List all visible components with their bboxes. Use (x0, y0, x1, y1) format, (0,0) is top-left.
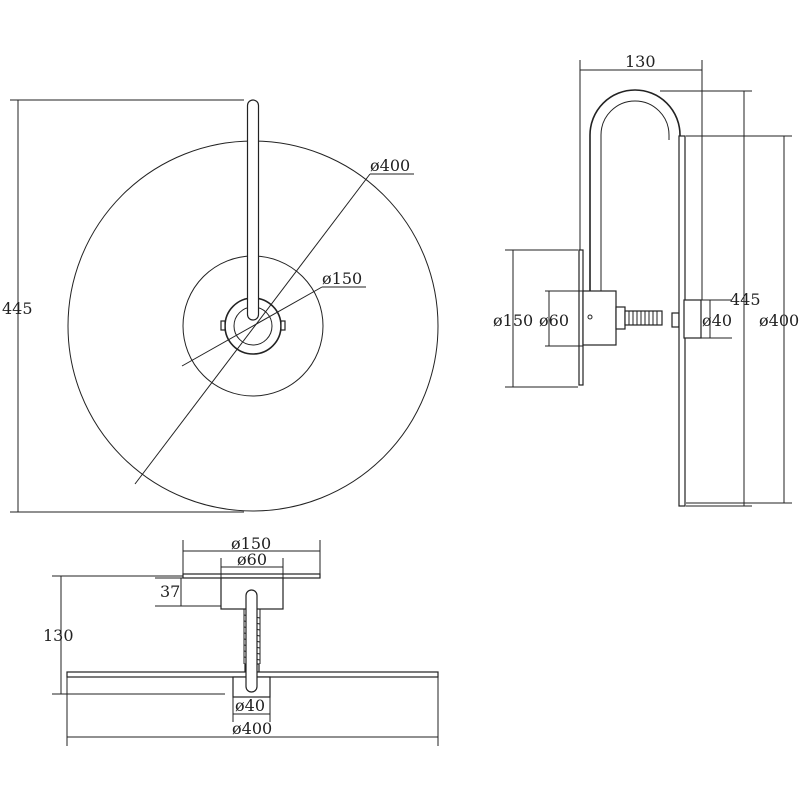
side-socket (671, 312, 680, 328)
top-view: ø150 ø60 37 130 ø40 ø400 (43, 534, 439, 746)
side-view: 130 445 ø400 ø40 ø150 ø60 (493, 52, 799, 507)
front-disc-diameter-label: ø400 (370, 156, 410, 175)
front-screw-right (280, 320, 286, 331)
top-plate-label: ø150 (231, 534, 271, 553)
side-canopy-screw (587, 314, 593, 320)
side-tube-label: ø40 (702, 311, 732, 330)
side-disc-label: ø400 (759, 311, 799, 330)
front-view: ø400 ø150 445 (2, 99, 439, 513)
side-thread-ribs (628, 311, 658, 325)
front-center-diameter-label: ø150 (322, 269, 362, 288)
top-tube (245, 589, 258, 693)
top-canopy-depth-label: 37 (160, 582, 180, 601)
side-depth-label: 130 (625, 52, 656, 71)
side-canopy-label: ø60 (539, 311, 569, 330)
front-height-label: 445 (2, 299, 33, 318)
side-thread-nut (615, 306, 626, 330)
top-tube-label: ø40 (235, 696, 265, 715)
side-thread (624, 310, 663, 326)
side-plate-label: ø150 (493, 311, 533, 330)
side-lamp-holder (683, 299, 702, 339)
side-height-label: 445 (730, 290, 761, 309)
front-disc-leader (134, 173, 371, 485)
top-disc-label: ø400 (232, 719, 272, 738)
top-depth-label: 130 (43, 626, 74, 645)
top-canopy-label: ø60 (237, 550, 267, 569)
front-tube (246, 99, 260, 321)
front-screw-left (220, 320, 226, 331)
side-tube-outer (589, 89, 681, 291)
side-tube-inner (600, 100, 670, 291)
front-center-leader (181, 286, 323, 367)
